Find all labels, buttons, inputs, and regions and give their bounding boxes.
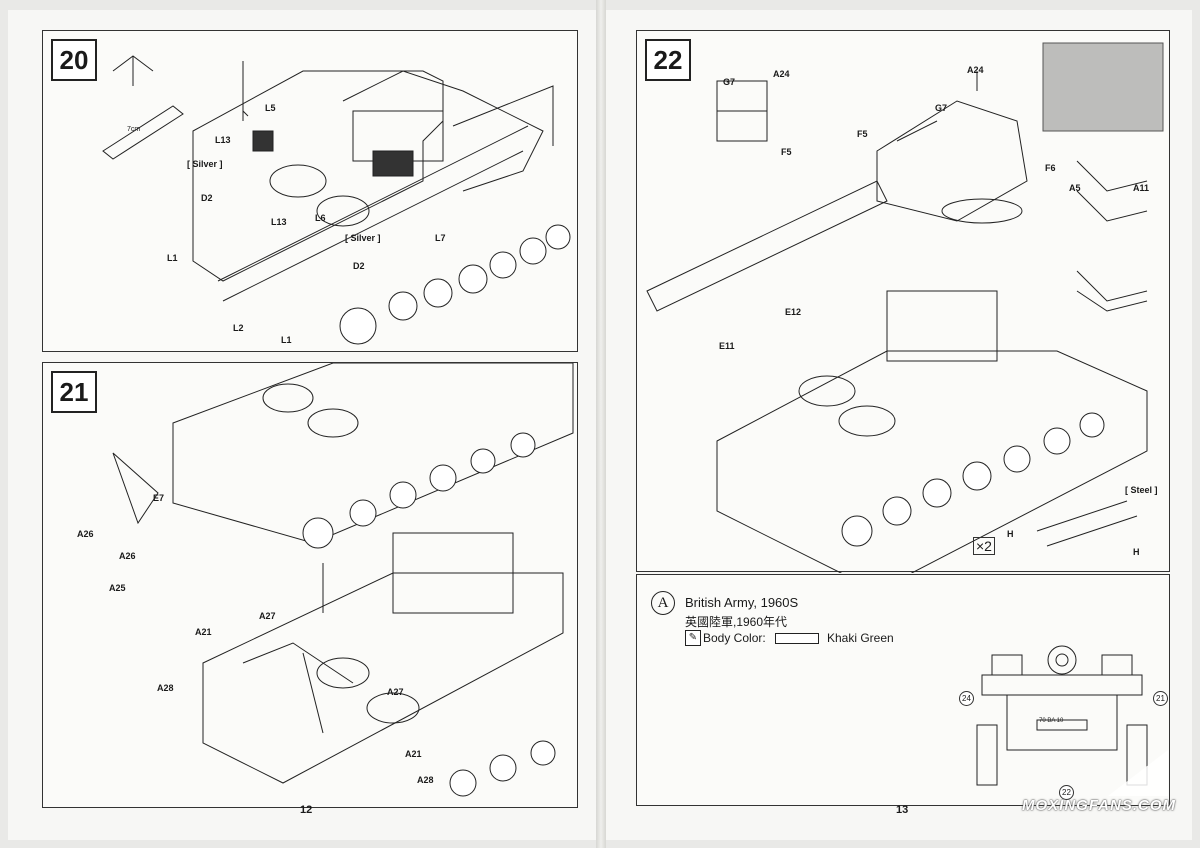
part-label-a5: A5: [1069, 183, 1081, 193]
part-label-l7: L7: [435, 233, 446, 243]
body-color-label: Body Color:: [703, 631, 766, 645]
part-label-d2b: D2: [353, 261, 365, 271]
part-label-d2: D2: [201, 193, 213, 203]
scheme-letter: A: [651, 591, 675, 615]
color-tag-silver: [ Silver ]: [187, 159, 223, 169]
cut-length-label: 7cm: [127, 126, 141, 133]
part-label-a28b: A28: [417, 775, 434, 785]
color-swatch: [775, 633, 819, 644]
step-number: 20: [51, 39, 97, 81]
part-label-e11: E11: [719, 341, 735, 351]
part-label-l13b: L13: [271, 217, 287, 227]
part-label-l1b: L1: [281, 335, 292, 345]
part-label-f5: F5: [781, 147, 792, 157]
instruction-page-right: 22 G7 A24 F5 A24 G7 F5 F6 A5: [606, 10, 1192, 840]
part-label-g7b: G7: [935, 103, 948, 113]
part-label-f5b: F5: [857, 129, 868, 139]
paint-brush-icon: ✎: [685, 630, 701, 646]
part-label-l6: L6: [315, 213, 326, 223]
part-label-a11: A11: [1133, 183, 1150, 193]
part-label-e7: E7: [153, 493, 165, 503]
part-label-l5: L5: [265, 103, 276, 113]
marking-callout-24: 24: [959, 691, 974, 706]
part-label-a26: A26: [77, 529, 94, 539]
paper-plane-logo: [1108, 750, 1168, 796]
color-tag-silver-2: [ Silver ]: [345, 233, 381, 243]
part-label-a26b: A26: [119, 551, 136, 561]
part-label-h-2: H: [1133, 547, 1140, 557]
step-21-panel: 21 E7 A26 A26 A25 A27 A21 A28 A27 A21 A2…: [42, 362, 578, 808]
scheme-title-cn: 英國陸軍,1960年代: [685, 615, 788, 629]
part-label-l13: L13: [215, 135, 231, 145]
part-label-a21: A21: [195, 627, 212, 637]
part-label-a24b: A24: [967, 65, 984, 75]
page-number: 13: [896, 804, 909, 816]
tank-hull-illustration: [102, 55, 571, 345]
part-label-h: H: [1007, 529, 1014, 539]
step-number: 22: [645, 39, 691, 81]
part-label-a27b: A27: [387, 687, 404, 697]
part-label-a24: A24: [773, 69, 790, 79]
site-watermark: MOXINGFANS.COM: [1021, 797, 1176, 814]
instruction-page-left: 20: [8, 10, 596, 840]
color-name: Khaki Green: [827, 631, 894, 645]
tank-crane-illustration: [112, 363, 574, 797]
part-label-a27: A27: [259, 611, 276, 621]
tank-front-view-illustration: [976, 645, 1148, 786]
part-label-g7: G7: [723, 77, 736, 87]
registration-plate: 70 BA 10: [1039, 718, 1064, 724]
part-label-a28: A28: [157, 683, 174, 693]
paint-scheme-panel: A British Army, 1960S 英國陸軍,1960年代 ✎ Body…: [636, 574, 1170, 806]
scheme-title: British Army, 1960S: [685, 595, 799, 610]
gun-assembly-illustration: [646, 42, 1164, 573]
step-20-panel: 20: [42, 30, 578, 352]
part-label-a21b: A21: [405, 749, 422, 759]
part-label-f6: F6: [1045, 163, 1056, 173]
part-label-l2: L2: [233, 323, 244, 333]
quantity-multiplier: ×2: [973, 537, 995, 555]
page-fold: [596, 0, 606, 848]
part-label-l1: L1: [167, 253, 178, 263]
step-number: 21: [51, 371, 97, 413]
step-22-panel: 22 G7 A24 F5 A24 G7 F5 F6 A5: [636, 30, 1170, 573]
marking-callout-21: 21: [1153, 691, 1168, 706]
part-label-a25: A25: [109, 583, 126, 593]
marking-callout-22: 22: [1059, 785, 1074, 800]
page-number: 12: [300, 804, 313, 816]
part-label-e12: E12: [785, 307, 802, 317]
color-tag-steel: [ Steel ]: [1125, 485, 1158, 495]
reference-photo: [1042, 42, 1164, 132]
